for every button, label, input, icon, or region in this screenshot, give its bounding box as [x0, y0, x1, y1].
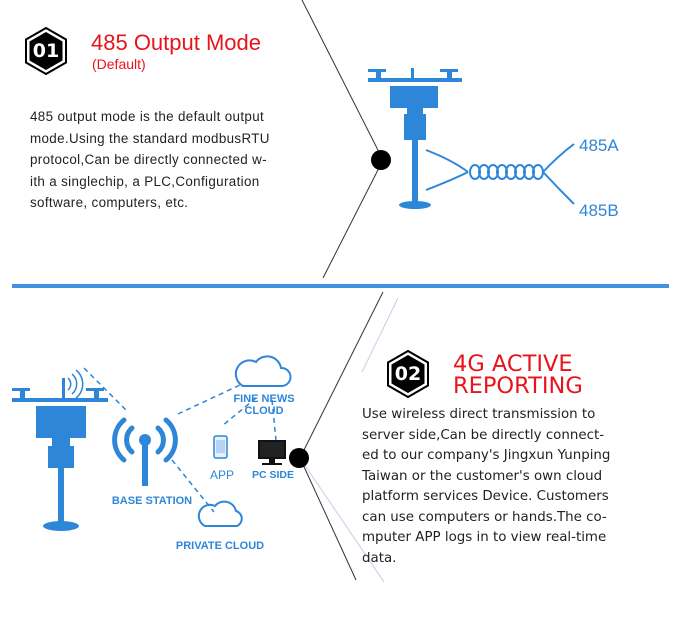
section2-description: Use wireless direct transmission to serv…: [362, 405, 662, 569]
section1-number: 01: [32, 40, 60, 62]
section2-number-badge: 02: [384, 349, 432, 399]
description-line: platform services Device. Customers: [362, 489, 609, 504]
section1-description: 485 output mode is the default output mo…: [30, 106, 330, 214]
hexagon-icon: [387, 349, 429, 399]
description-line: can use computers or hands.The co-: [362, 509, 607, 525]
phone-icon: [213, 435, 228, 459]
cloud-icon: [197, 500, 243, 527]
description-line: software, computers, etc.: [30, 195, 189, 210]
description-line: protocol,Can be directly connected w-: [30, 152, 267, 167]
base-station-label: BASE STATION: [111, 495, 193, 507]
section-divider: [12, 284, 669, 288]
description-line: data.: [362, 550, 397, 566]
cloud-top-label-line2: CLOUD: [244, 405, 284, 417]
wire-label-485a: 485A: [579, 136, 619, 155]
description-line: server side,Can be directly connect-: [362, 427, 605, 443]
description-line: mputer APP logs in to view real-time: [362, 530, 607, 545]
private-cloud-label: PRIVATE CLOUD: [175, 540, 265, 552]
description-line: 485 output mode is the default output: [30, 109, 265, 124]
network-diagram: [12, 355, 292, 531]
computer-icon: [258, 440, 286, 465]
description-line: Taiwan or the customer's own cloud: [362, 468, 603, 484]
description-line: ed to our company's Jingxun Yunping: [362, 448, 611, 463]
weather-station-485-illustration: [368, 68, 575, 209]
section1-number-badge: 01: [22, 26, 70, 76]
base-station-icon: [139, 434, 151, 486]
description-line: mode.Using the standard modbusRTU: [30, 130, 270, 146]
cloud-top-label-line1: FINE NEWS: [233, 393, 295, 405]
cloud-icon: [234, 355, 292, 387]
weather-station-icon: [12, 378, 108, 531]
pc-side-label: PC SIDE: [251, 469, 294, 481]
wire-label-485b: 485B: [579, 201, 619, 220]
connector-dot-bottom: [289, 448, 309, 468]
connector-dot-top: [371, 150, 391, 170]
description-line: ith a singlechip, a PLC,Configuration: [30, 173, 260, 189]
section2-number: 02: [394, 363, 422, 385]
section2-title-line2: REPORTING: [453, 373, 583, 399]
description-line: Use wireless direct transmission to: [362, 407, 596, 422]
hexagon-icon: [25, 26, 67, 76]
section1-subtitle: (Default): [92, 56, 146, 72]
section2-title-line1: 4G ACTIVE: [453, 351, 573, 377]
app-label: APP: [209, 468, 234, 482]
section1-title: 485 Output Mode: [91, 30, 262, 55]
